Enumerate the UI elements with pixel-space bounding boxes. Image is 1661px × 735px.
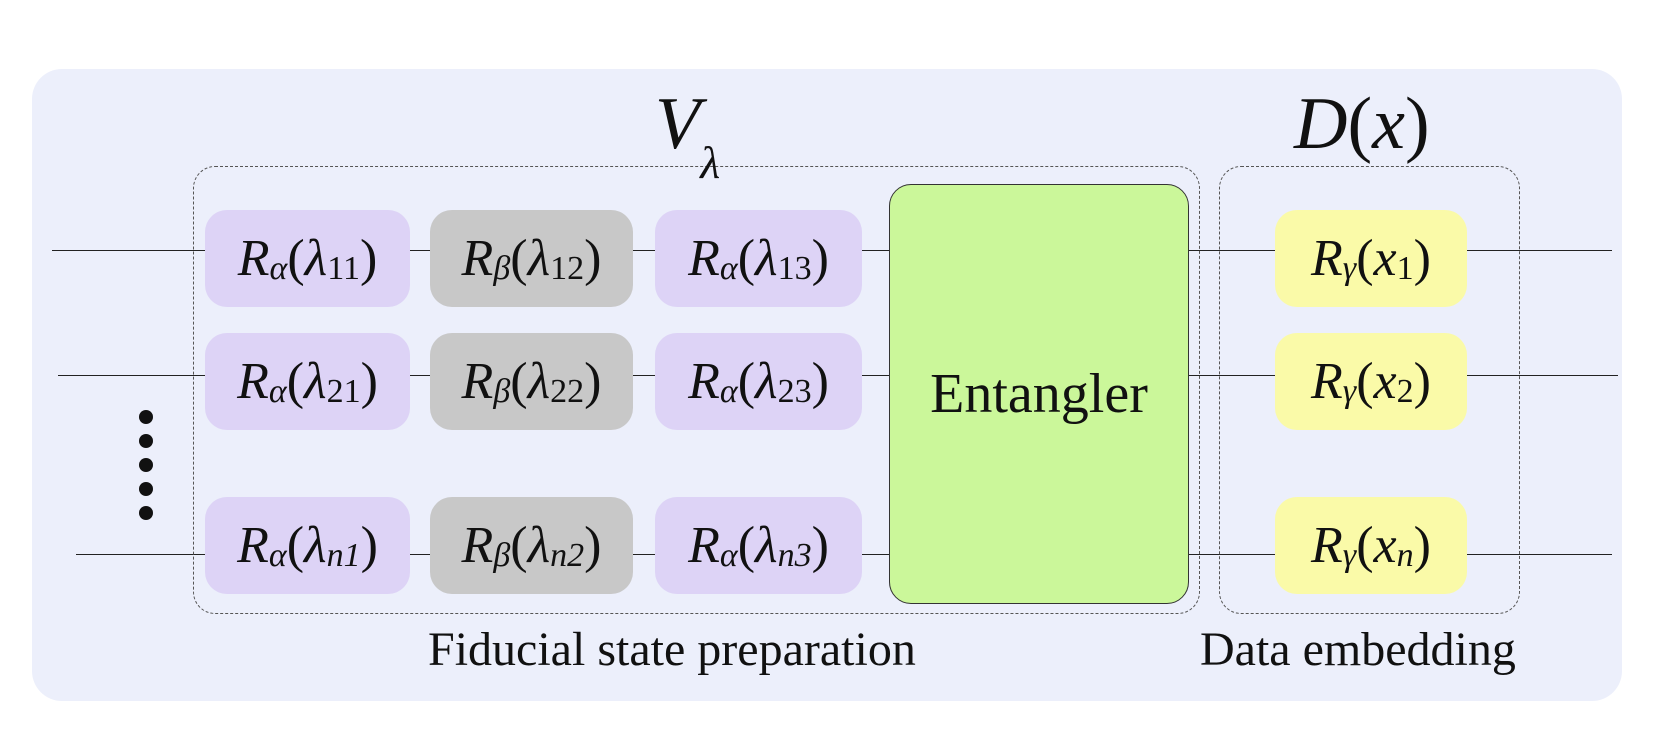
lambda-variable: λ (304, 230, 328, 287)
gate-index: n1 (326, 536, 361, 574)
gate-symbol: R (688, 353, 720, 410)
x-variable: x (1373, 230, 1397, 287)
alpha-subscript: α (268, 372, 287, 410)
alpha-subscript: α (269, 249, 288, 287)
d-x-heading: D(x) (1294, 83, 1430, 165)
lambda-variable: λ (527, 353, 551, 410)
gate-symbol: R (461, 353, 494, 410)
lambda-variable: λ (755, 517, 778, 574)
v-subscript: λ (700, 136, 721, 188)
gamma-subscript: γ (1342, 536, 1357, 574)
v-lambda-heading: Vλ (655, 82, 720, 185)
gate-index: n (1396, 536, 1414, 574)
alpha-subscript: α (719, 372, 738, 410)
gate-symbol: R (237, 230, 270, 287)
gate-index: n3 (777, 536, 812, 574)
alpha-subscript: α (719, 536, 738, 574)
alpha-subscript: α (268, 536, 287, 574)
x-variable: x (1373, 517, 1397, 574)
lambda-variable: λ (527, 517, 551, 574)
v-symbol: V (655, 83, 701, 165)
gate-symbol: R (461, 230, 494, 287)
d-argument: x (1372, 83, 1405, 165)
x-variable: x (1373, 353, 1397, 410)
beta-subscript: β (493, 536, 511, 574)
gate-symbol: R (237, 353, 269, 410)
lambda-variable: λ (755, 230, 778, 287)
gate-symbol: R (1311, 353, 1343, 410)
gate-symbol: R (1311, 230, 1343, 287)
lambda-variable: λ (527, 230, 551, 287)
ellipsis-dot (139, 458, 153, 472)
lambda-variable: λ (755, 353, 778, 410)
ellipsis-dot (139, 434, 153, 448)
gate-symbol: R (237, 517, 269, 574)
gamma-subscript: γ (1342, 249, 1357, 287)
gate-symbol: R (1311, 517, 1343, 574)
embedding-caption: Data embedding (1200, 623, 1516, 676)
gate-index: n2 (550, 536, 585, 574)
lambda-variable: λ (304, 517, 327, 574)
gate-symbol: R (688, 517, 720, 574)
beta-subscript: β (493, 372, 511, 410)
ellipsis-dot (139, 482, 153, 496)
gate-symbol: R (461, 517, 494, 574)
fiducial-state-box (193, 166, 1200, 614)
alpha-subscript: α (719, 249, 738, 287)
gate-symbol: R (688, 230, 720, 287)
data-embedding-box (1219, 166, 1520, 614)
lambda-variable: λ (304, 353, 327, 410)
fiducial-caption: Fiducial state preparation (428, 623, 916, 676)
entangler-block: Entangler (889, 184, 1189, 604)
ellipsis-dot (139, 410, 153, 424)
beta-subscript: β (493, 249, 511, 287)
d-symbol: D (1294, 83, 1348, 165)
gamma-subscript: γ (1342, 372, 1357, 410)
entangler-label: Entangler (930, 363, 1148, 425)
ellipsis-dot (139, 506, 153, 520)
